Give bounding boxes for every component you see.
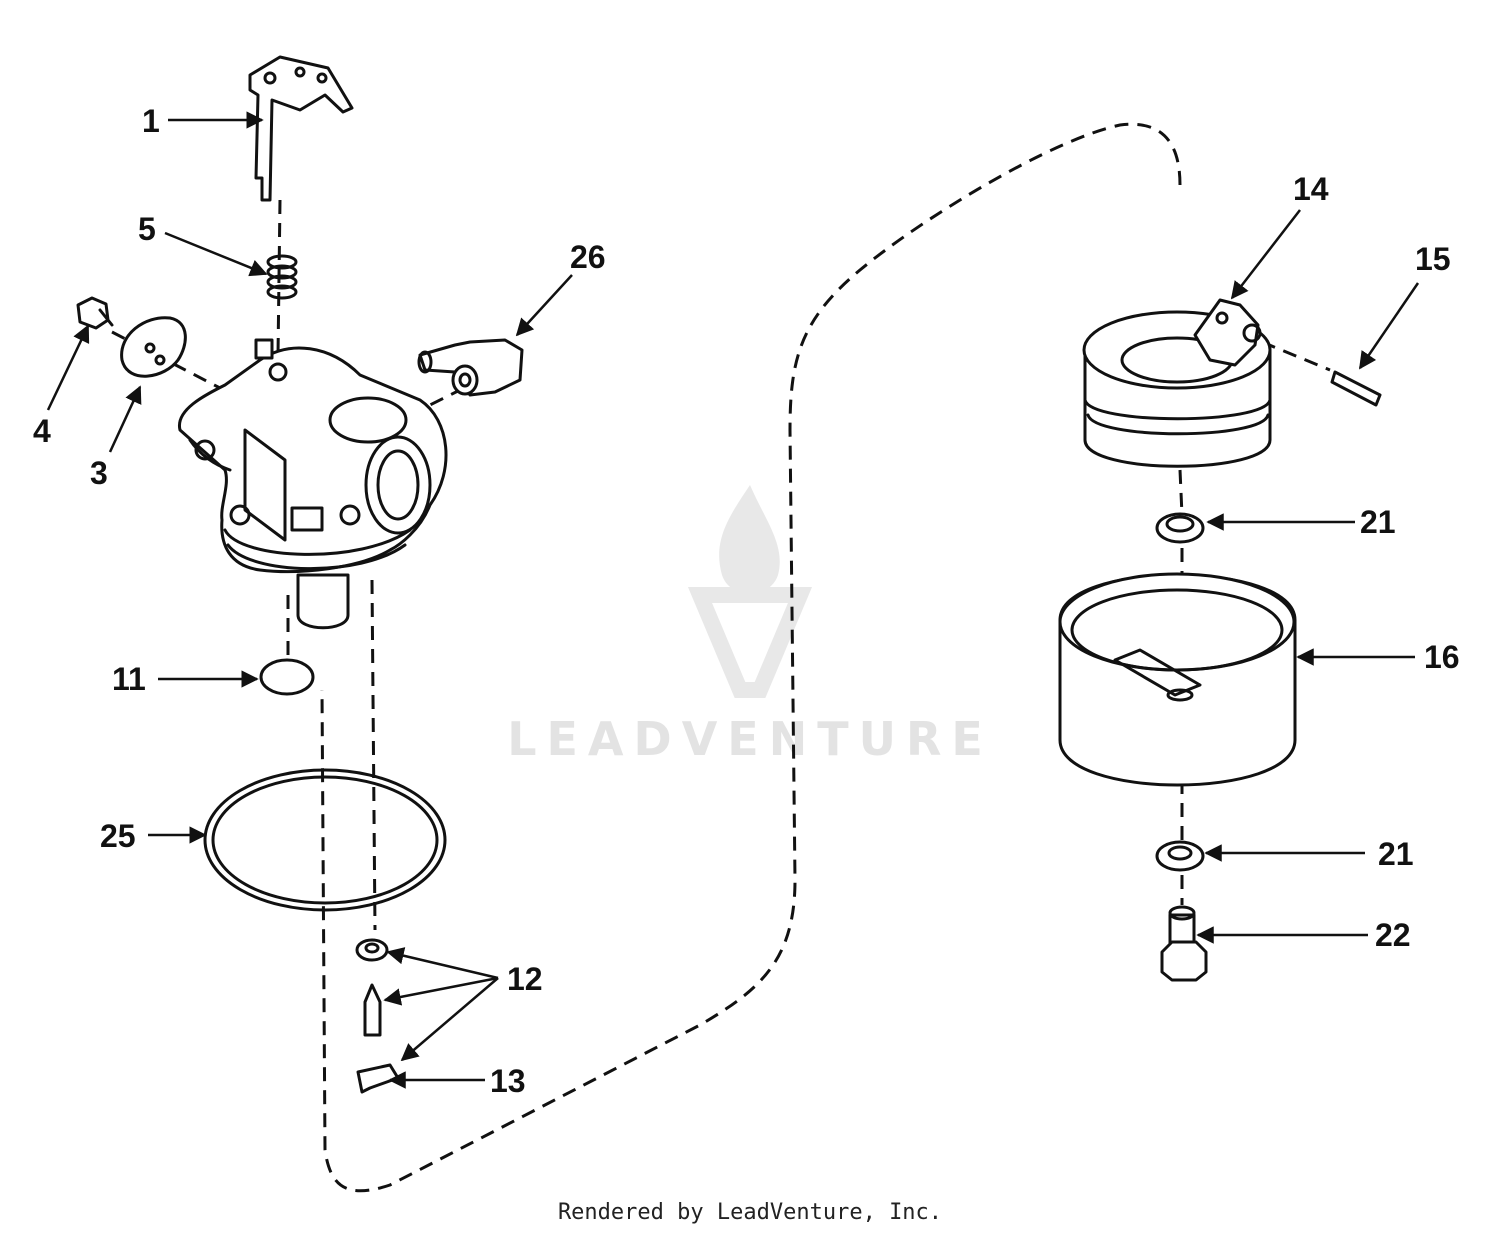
part-5-spring <box>266 254 298 300</box>
part-16-float-bowl <box>1058 572 1297 787</box>
callout-14: 14 <box>1293 171 1329 207</box>
watermark: LEADVENTURE <box>507 485 993 766</box>
callout-15: 15 <box>1415 241 1451 277</box>
assembly-connector-dashed-line <box>320 122 1182 1193</box>
part-11-cup-plug <box>259 658 315 696</box>
part-25-gasket <box>203 768 447 912</box>
callout-16: 16 <box>1424 639 1460 675</box>
callout-labels: 1 5 26 4 3 11 25 12 13 14 15 21 16 21 22 <box>33 103 1460 1099</box>
carburetor-body <box>178 338 448 630</box>
part-21-seal-upper <box>1155 512 1205 544</box>
callout-1: 1 <box>142 103 160 139</box>
part-4-screw <box>76 296 114 330</box>
callout-5: 5 <box>138 211 156 247</box>
credit-text: Rendered by LeadVenture, Inc. <box>557 1200 943 1225</box>
callout-22: 22 <box>1375 917 1411 953</box>
part-3-plate <box>120 316 187 378</box>
part-26-fitting <box>417 338 524 397</box>
callout-25: 25 <box>100 818 136 854</box>
part-22-bowl-nut <box>1160 905 1208 982</box>
part-14-float <box>1082 298 1272 468</box>
part-13-clip <box>356 1063 400 1094</box>
callout-3: 3 <box>90 455 108 491</box>
callout-11: 11 <box>112 661 146 697</box>
part-12-needle-and-washer <box>355 938 389 1037</box>
flame-logo-icon <box>687 485 813 698</box>
callout-21-lower: 21 <box>1378 836 1414 872</box>
part-15-pin <box>1330 370 1382 407</box>
watermark-text: LEADVENTURE <box>507 712 993 766</box>
leader-lines <box>46 111 1420 1089</box>
callout-12: 12 <box>507 961 543 997</box>
callout-26: 26 <box>570 239 606 275</box>
callout-13: 13 <box>490 1063 526 1099</box>
callout-21-upper: 21 <box>1360 504 1396 540</box>
part-1-bracket <box>248 55 354 202</box>
part-21-seal-lower <box>1155 840 1205 872</box>
callout-4: 4 <box>33 413 51 449</box>
